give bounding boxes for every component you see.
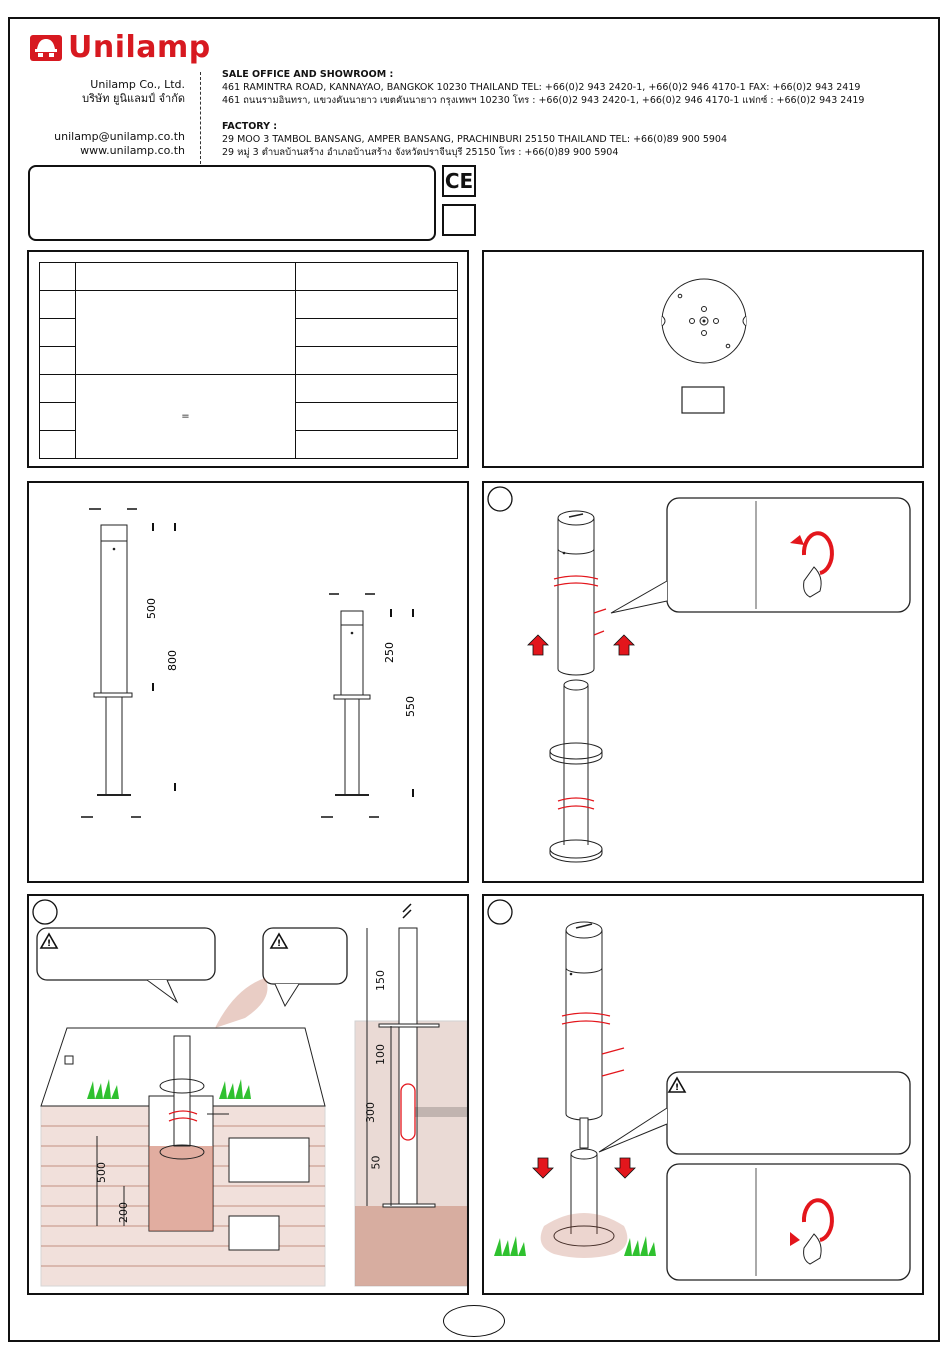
tall-bollard bbox=[81, 508, 176, 818]
factory-block: FACTORY : 29 MOO 3 TAMBOL BANSANG, AMPER… bbox=[222, 120, 727, 159]
sales-office-heading: SALE OFFICE AND SHOWROOM : bbox=[222, 69, 394, 80]
page-frame bbox=[8, 17, 940, 1342]
arrow-up-icon bbox=[527, 634, 549, 656]
arrow-down-icon bbox=[614, 1157, 636, 1179]
sales-office-block: SALE OFFICE AND SHOWROOM : 461 RAMINTRA … bbox=[222, 68, 864, 107]
svg-text:!: ! bbox=[47, 939, 51, 949]
rotate-arrow-icon bbox=[790, 1198, 834, 1265]
tall-upper-dim: 500 bbox=[145, 598, 158, 619]
disassembly-panel bbox=[482, 481, 924, 883]
spec-equals-symbol: = bbox=[181, 411, 190, 422]
warning-triangle-icon bbox=[39, 932, 59, 949]
dimension-drawing: 500 800 250 550 bbox=[81, 508, 417, 818]
product-title-box bbox=[28, 165, 436, 241]
company-name-th: บริษัท ยูนิแลมป์ จำกัด bbox=[82, 92, 185, 105]
depth-dim: 500 bbox=[95, 1162, 108, 1183]
factory-heading: FACTORY : bbox=[222, 121, 278, 132]
certification-box bbox=[442, 204, 476, 236]
short-total-dim: 550 bbox=[404, 696, 417, 717]
sleeve-low-dim: 50 bbox=[369, 1155, 383, 1170]
sales-office-address-th: 461 ถนนรามอินทรา, แขวงคันนายาว เขตคันนาย… bbox=[222, 95, 865, 106]
base-plate-drawing bbox=[661, 278, 747, 414]
spec-table: = bbox=[39, 262, 458, 459]
sleeve-mid-dim: 300 bbox=[364, 1102, 377, 1123]
base-plate-panel bbox=[482, 250, 924, 468]
warning-triangle-icon bbox=[667, 1076, 687, 1093]
assembly-drawing: ! bbox=[487, 899, 911, 1281]
installation-drawing: ! ! bbox=[32, 899, 468, 1287]
brand-name: Unilamp bbox=[68, 30, 211, 65]
arrow-up-icon bbox=[613, 634, 635, 656]
lamp-logo-icon bbox=[30, 34, 62, 61]
unilamp-logo: Unilamp bbox=[30, 30, 211, 65]
company-website[interactable]: www.unilamp.co.th bbox=[80, 144, 185, 157]
gravel-dim: 200 bbox=[117, 1202, 130, 1223]
short-upper-dim: 250 bbox=[383, 642, 396, 663]
rotate-arrow-icon bbox=[790, 531, 834, 598]
warning-triangle-icon bbox=[269, 932, 289, 949]
company-contacts: unilamp@unilamp.co.th www.unilamp.co.th bbox=[54, 130, 185, 158]
spec-panel: = bbox=[27, 250, 469, 468]
page-number-oval bbox=[443, 1305, 505, 1337]
svg-text:!: ! bbox=[675, 1083, 679, 1093]
header-divider bbox=[200, 72, 201, 164]
svg-text:!: ! bbox=[277, 939, 281, 949]
company-email[interactable]: unilamp@unilamp.co.th bbox=[54, 130, 185, 143]
factory-address-th: 29 หมู่ 3 ตำบลบ้านสร้าง อำเภอบ้านสร้าง จ… bbox=[222, 147, 619, 158]
installation-panel: ! ! bbox=[27, 894, 469, 1295]
tall-total-dim: 800 bbox=[166, 650, 179, 671]
company-name-en: Unilamp Co., Ltd. bbox=[90, 78, 185, 91]
assembly-panel: ! bbox=[482, 894, 924, 1295]
above-ground-dim: 150 bbox=[374, 970, 387, 991]
sleeve-top-dim: 100 bbox=[374, 1044, 387, 1065]
short-bollard bbox=[321, 593, 414, 818]
dimensions-panel: 500 800 250 550 bbox=[27, 481, 469, 883]
ce-mark: CE bbox=[442, 165, 476, 197]
sales-office-address-en: 461 RAMINTRA ROAD, KANNAYAO, BANGKOK 102… bbox=[222, 82, 861, 93]
factory-address-en: 29 MOO 3 TAMBOL BANSANG, AMPER BANSANG, … bbox=[222, 134, 728, 145]
company-names: Unilamp Co., Ltd. บริษัท ยูนิแลมป์ จำกัด bbox=[82, 78, 185, 106]
step-circle bbox=[487, 486, 513, 512]
arrow-down-icon bbox=[532, 1157, 554, 1179]
disassembly-drawing bbox=[487, 486, 911, 863]
